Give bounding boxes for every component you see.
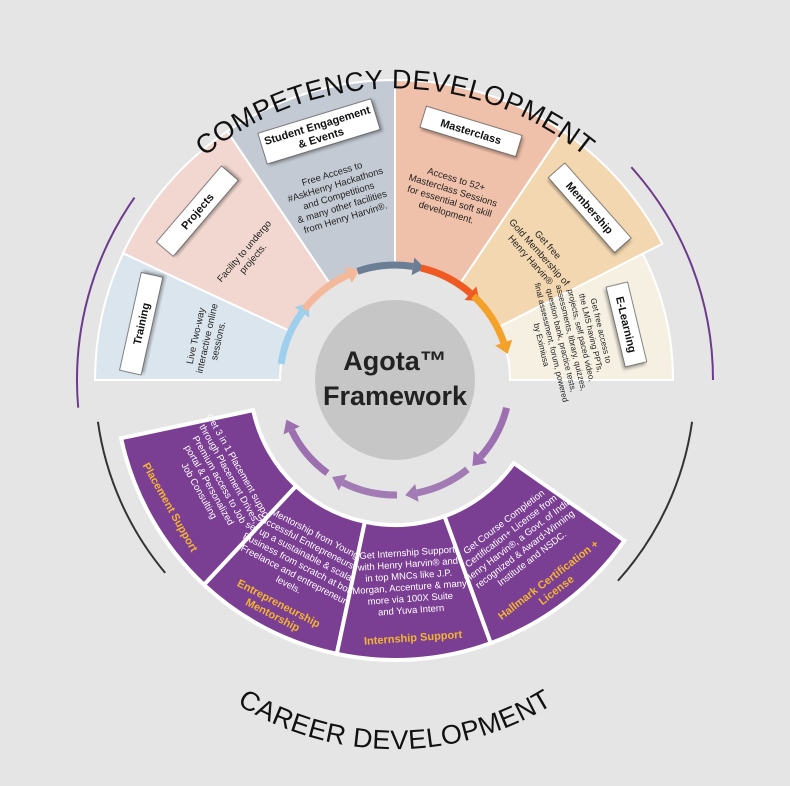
flow-arrow [356,257,425,276]
segment-wedge [442,460,628,646]
top-left-arc [76,197,136,408]
flow-arrow [472,406,510,466]
center-circle [315,300,475,460]
flow-arrow [283,419,330,476]
center-title-line2: Framework [323,381,468,411]
segment-description-line: and Yuva Intern [378,603,445,619]
center-title-line1: Agota™ [343,346,447,376]
flow-arrow [301,266,360,312]
segment-wedge [334,513,494,662]
segment-title-tab: Projects [156,165,239,257]
segment-wedge [201,483,368,657]
flow-arrows [277,257,513,502]
bottom-right-arc [617,421,694,582]
outer-arcs [76,166,714,582]
flow-arrow [332,474,398,499]
career-development-title: CAREER DEVELOPMENT [234,683,557,755]
bottom-left-arc [96,421,166,574]
flow-arrow [405,466,470,502]
flow-arrow [470,293,513,354]
segment-wedge [118,407,299,588]
segment-title-tab: Training [119,272,164,376]
top-right-arc [630,166,714,381]
